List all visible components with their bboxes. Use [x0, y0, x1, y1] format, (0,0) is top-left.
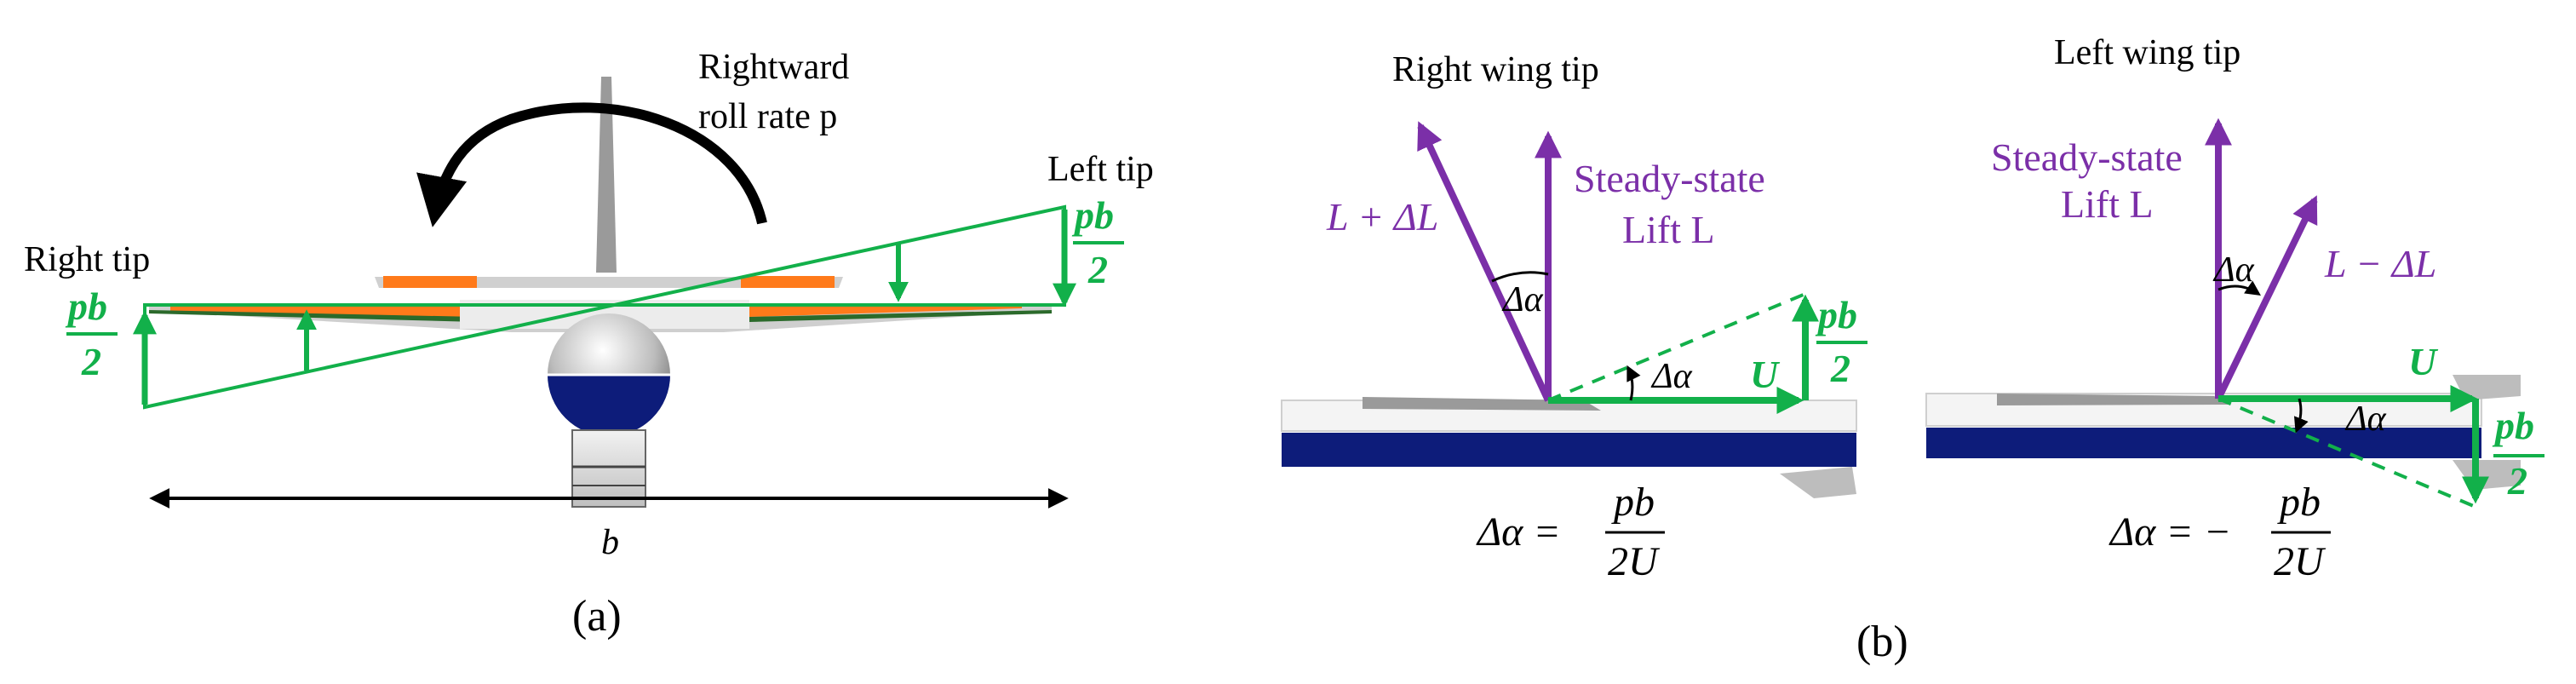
pb-den-right: 2 [1830, 347, 1850, 390]
steady-state-label-left-1: Steady-state [1991, 135, 2183, 179]
right-tip-pb-num: pb [65, 285, 107, 328]
l-plus-dl-vector [1417, 121, 1552, 402]
eq-right-lhs: Δα = [1476, 509, 1561, 555]
eq-left-num: pb [2277, 480, 2321, 525]
l-minus-dl-vector [2215, 195, 2318, 400]
left-tip-label: Left tip [1047, 150, 1154, 189]
right-strip-airfoil [1363, 397, 1601, 411]
panel-a: Rightward roll rate p Left tip Right tip… [24, 48, 1154, 641]
steady-state-label-right-2: Lift L [1622, 208, 1715, 251]
span-label: b [601, 523, 619, 562]
delta-alpha-arc-lower-right [1626, 365, 1641, 401]
pb-den-left: 2 [2507, 459, 2527, 503]
delta-alpha-arc-upper-left [2217, 280, 2261, 296]
delta-alpha-arc-lower-left [2293, 398, 2309, 434]
delta-alpha-lower-left: Δα [2344, 399, 2387, 439]
right-tip-pb-den: 2 [81, 340, 101, 383]
landing-gear [571, 429, 646, 508]
eq-right-num: pb [1611, 480, 1655, 525]
left-wing-tip-title: Left wing tip [2054, 33, 2240, 72]
steady-state-label-left-2: Lift L [2061, 182, 2154, 226]
steady-state-label-right-1: Steady-state [1574, 157, 1765, 200]
wing-left-green-edge [749, 310, 1052, 322]
panel-b-label: (b) [1856, 618, 1908, 666]
delta-alpha-upper-right: Δα [1501, 280, 1544, 319]
vertical-tail [596, 77, 617, 273]
left-tip-pb-num: pb [1071, 193, 1114, 237]
roll-rate-arrow [416, 102, 767, 227]
right-strip-tail [1780, 467, 1856, 498]
right-tip-label: Right tip [24, 240, 150, 279]
eq-left-lhs: Δα = − [2108, 509, 2231, 555]
panel-b-left: Left wing tip Δα Δα Steady-state Lift L … [1925, 33, 2544, 584]
right-strip-blue [1282, 433, 1856, 467]
roll-rate-label-line1: Rightward [698, 48, 849, 87]
left-strip-airfoil [1997, 394, 2231, 405]
delta-alpha-upper-left: Δα [2212, 250, 2255, 290]
pb-num-right: pb [1815, 293, 1857, 336]
left-strip-blue [1926, 428, 2481, 458]
l-plus-dl-label: L + ΔL [1326, 195, 1438, 239]
l-minus-dl-label: L − ΔL [2324, 242, 2436, 285]
eq-right-den: 2U [1608, 539, 1661, 584]
delta-alpha-arc-upper-right [1491, 271, 1549, 283]
panel-a-label: (a) [572, 592, 622, 641]
u-label-left: U [2408, 340, 2439, 383]
pb-num-left: pb [2492, 404, 2534, 447]
fuselage-nose-blue [548, 375, 670, 436]
eq-left-den: 2U [2274, 539, 2326, 584]
horizontal-tail-left-stripe [383, 276, 477, 288]
delta-alpha-lower-right: Δα [1650, 357, 1693, 396]
left-tip-pb-den: 2 [1087, 248, 1108, 291]
horizontal-tail-right-stripe [741, 276, 835, 288]
u-label-right: U [1750, 353, 1781, 396]
right-wing-tip-title: Right wing tip [1392, 50, 1599, 89]
panel-b-right: Right wing tip Δα Δα L + ΔL Steady-state… [1281, 50, 1867, 584]
roll-rate-label-line2: roll rate p [698, 97, 837, 136]
